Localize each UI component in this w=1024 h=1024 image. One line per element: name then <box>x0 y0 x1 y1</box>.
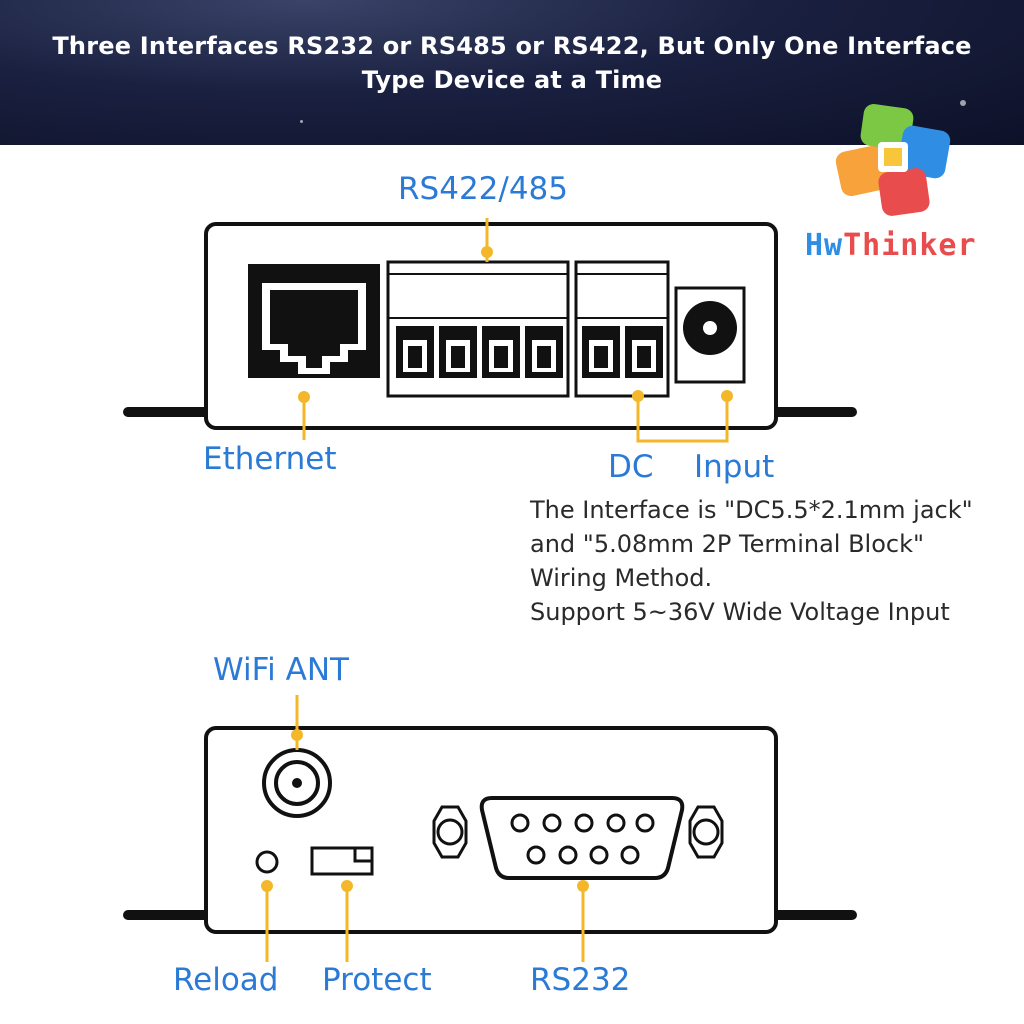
note-line-2: and "5.08mm 2P Terminal Block" <box>530 530 925 558</box>
rs422-485-terminal-block-icon <box>386 260 570 398</box>
dc-jack-icon <box>674 286 746 384</box>
banner-title-line1: Three Interfaces RS232 or RS485 or RS422… <box>52 32 972 60</box>
note-line-1: The Interface is "DC5.5*2.1mm jack" <box>530 496 973 524</box>
reload-button-icon <box>255 850 279 874</box>
note-line-4: Support 5~36V Wide Voltage Input <box>530 598 950 626</box>
label-rs422-485: RS422/485 <box>398 171 569 207</box>
top-device-panel <box>123 218 857 443</box>
hwthinker-logo-icon <box>835 104 951 216</box>
header-banner: Three Interfaces RS232 or RS485 or RS422… <box>0 0 1024 145</box>
db9-screw-left-icon <box>432 805 468 859</box>
label-protect: Protect <box>322 962 432 998</box>
wifi-antenna-connector-icon <box>262 748 332 818</box>
label-dc: DC <box>608 449 654 485</box>
ethernet-port-icon <box>248 264 380 378</box>
dc-terminal-block-icon <box>574 260 670 398</box>
brand-part1: Hw <box>805 228 844 263</box>
label-ethernet: Ethernet <box>203 441 337 477</box>
note-line-3: Wiring Method. <box>530 564 713 592</box>
db9-screw-right-icon <box>688 805 724 859</box>
banner-title-line2: Type Device at a Time <box>361 66 663 94</box>
brand-part2: Thinker <box>843 228 977 263</box>
label-reload: Reload <box>173 962 279 998</box>
rs232-db9-connector-icon <box>432 796 724 880</box>
protect-switch-icon <box>310 846 374 876</box>
label-input: Input <box>694 449 775 485</box>
label-wifi-ant: WiFi ANT <box>213 652 349 688</box>
dc-input-leader-line <box>636 396 729 443</box>
bottom-device-panel <box>123 695 857 962</box>
brand-logo-text: HwThinker <box>805 228 977 263</box>
label-rs232: RS232 <box>530 962 631 998</box>
